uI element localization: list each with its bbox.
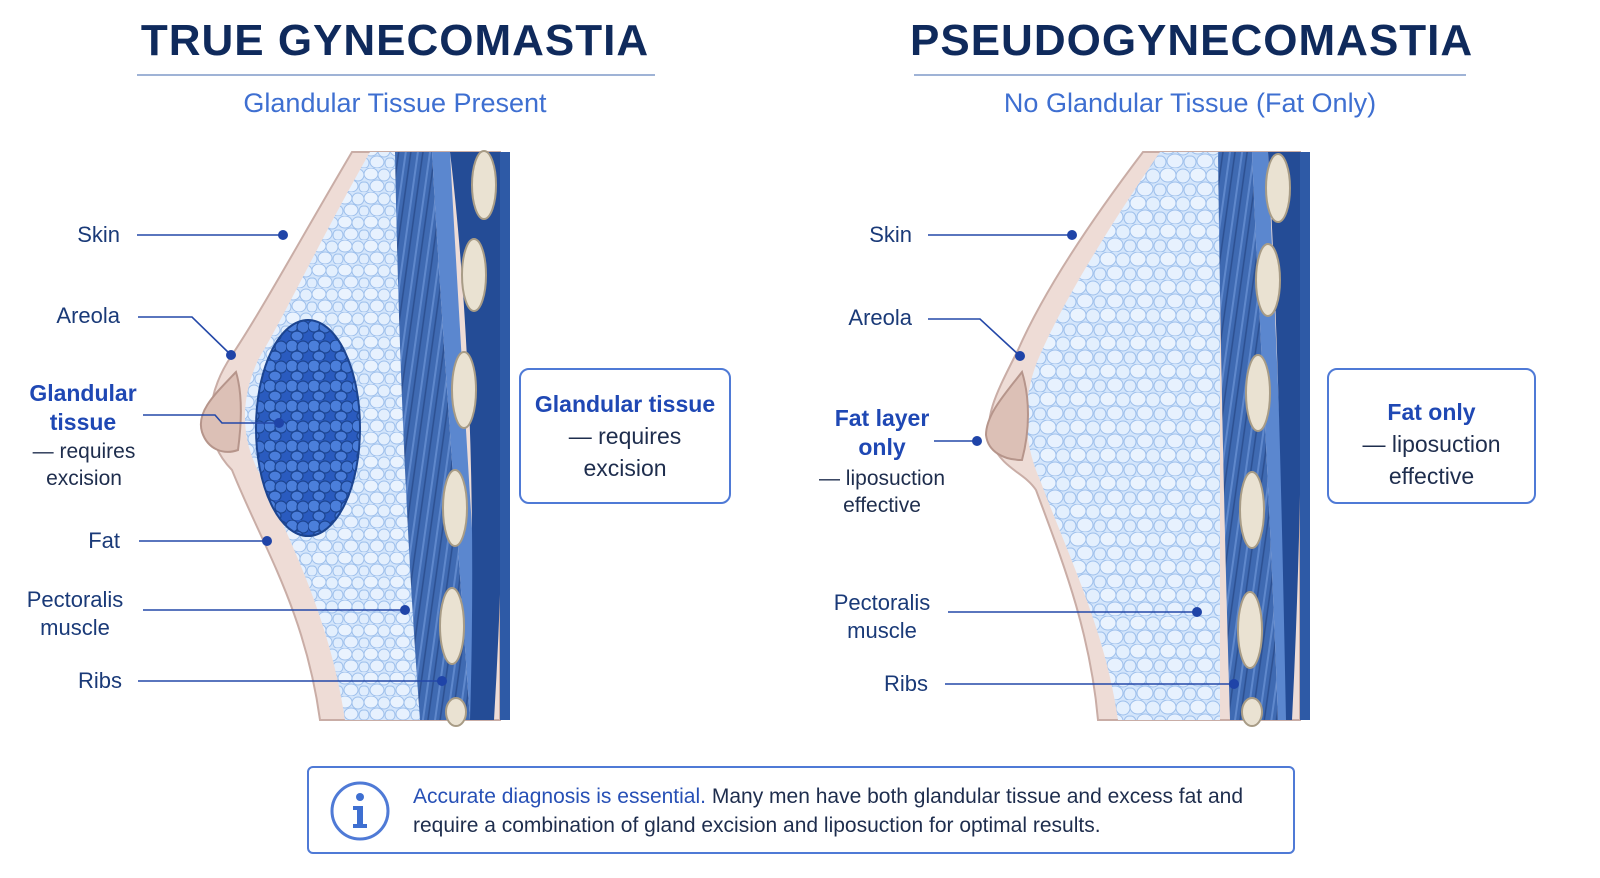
label-fat-note-line2: effective [843, 494, 921, 517]
label-glandular-tissue: Glandular tissue [20, 379, 146, 437]
title-divider [137, 74, 655, 76]
label-fat-note-line1: — liposuction [818, 467, 946, 490]
label-pectoralis-line1: Pectoralis [26, 587, 124, 612]
label-pectoralis-line2: muscle [847, 618, 917, 643]
info-body: Many men have both glandular tissue and … [413, 785, 1244, 837]
label-glandular-line2: tissue [49, 409, 117, 435]
pseudogynecomastia-illustration [928, 151, 1310, 727]
glandular-tissue-callout: Glandular tissue — requires excision [519, 368, 731, 504]
info-lead: Accurate diagnosis is essential. [413, 785, 706, 808]
callout-heading: Glandular tissue [534, 391, 716, 417]
label-glandular-note-line1: — requires [32, 440, 136, 463]
label-glandular-line1: Glandular [29, 380, 137, 406]
label-fat-line1: Fat layer [834, 405, 930, 431]
label-pectoralis-muscle: Pectoralis muscle [826, 589, 938, 645]
title-divider [914, 74, 1466, 76]
label-areola: Areola [56, 303, 120, 328]
callout-line2: effective [1388, 463, 1475, 489]
label-fat: Fat [88, 528, 120, 553]
label-glandular-note: — requires excision [20, 438, 148, 492]
label-areola: Areola [848, 305, 912, 330]
label-pectoralis-line1: Pectoralis [833, 590, 931, 615]
panel-subtitle: No Glandular Tissue (Fat Only) [1003, 88, 1377, 118]
diagnosis-info-box: Accurate diagnosis is essential. Many me… [307, 766, 1295, 854]
info-text: Accurate diagnosis is essential. Many me… [413, 782, 1273, 840]
callout-line2: excision [583, 455, 667, 481]
label-skin: Skin [77, 222, 120, 247]
label-glandular-note-line2: excision [46, 467, 122, 490]
rib-icon [1237, 153, 1291, 727]
info-icon [330, 781, 390, 841]
true-gynecomastia-illustration [137, 150, 510, 727]
label-skin: Skin [869, 222, 912, 247]
label-pectoralis-line2: muscle [40, 615, 110, 640]
label-ribs: Ribs [883, 671, 928, 696]
label-pectoralis-muscle: Pectoralis muscle [20, 586, 130, 642]
label-fat-note: — liposuction effective [808, 465, 956, 519]
rib-icon [439, 150, 497, 727]
panel-title: TRUE GYNECOMASTIA [140, 16, 650, 65]
callout-line1: — requires [568, 423, 682, 449]
pseudogynecomastia-panel: PSEUDOGYNECOMASTIA No Glandular Tissue (… [800, 0, 1600, 740]
callout-line1: — liposuction [1362, 431, 1501, 457]
label-fat-layer-only: Fat layer only [820, 404, 944, 462]
callout-heading: Fat only [1387, 399, 1476, 425]
fat-only-callout: Fat only — liposuction effective [1327, 368, 1536, 504]
label-ribs: Ribs [77, 668, 122, 693]
panel-title: PSEUDOGYNECOMASTIA [910, 16, 1474, 65]
true-gynecomastia-panel: TRUE GYNECOMASTIA Glandular Tissue Prese… [0, 0, 780, 740]
label-fat-line2: only [858, 434, 906, 460]
panel-subtitle: Glandular Tissue Present [243, 88, 547, 118]
